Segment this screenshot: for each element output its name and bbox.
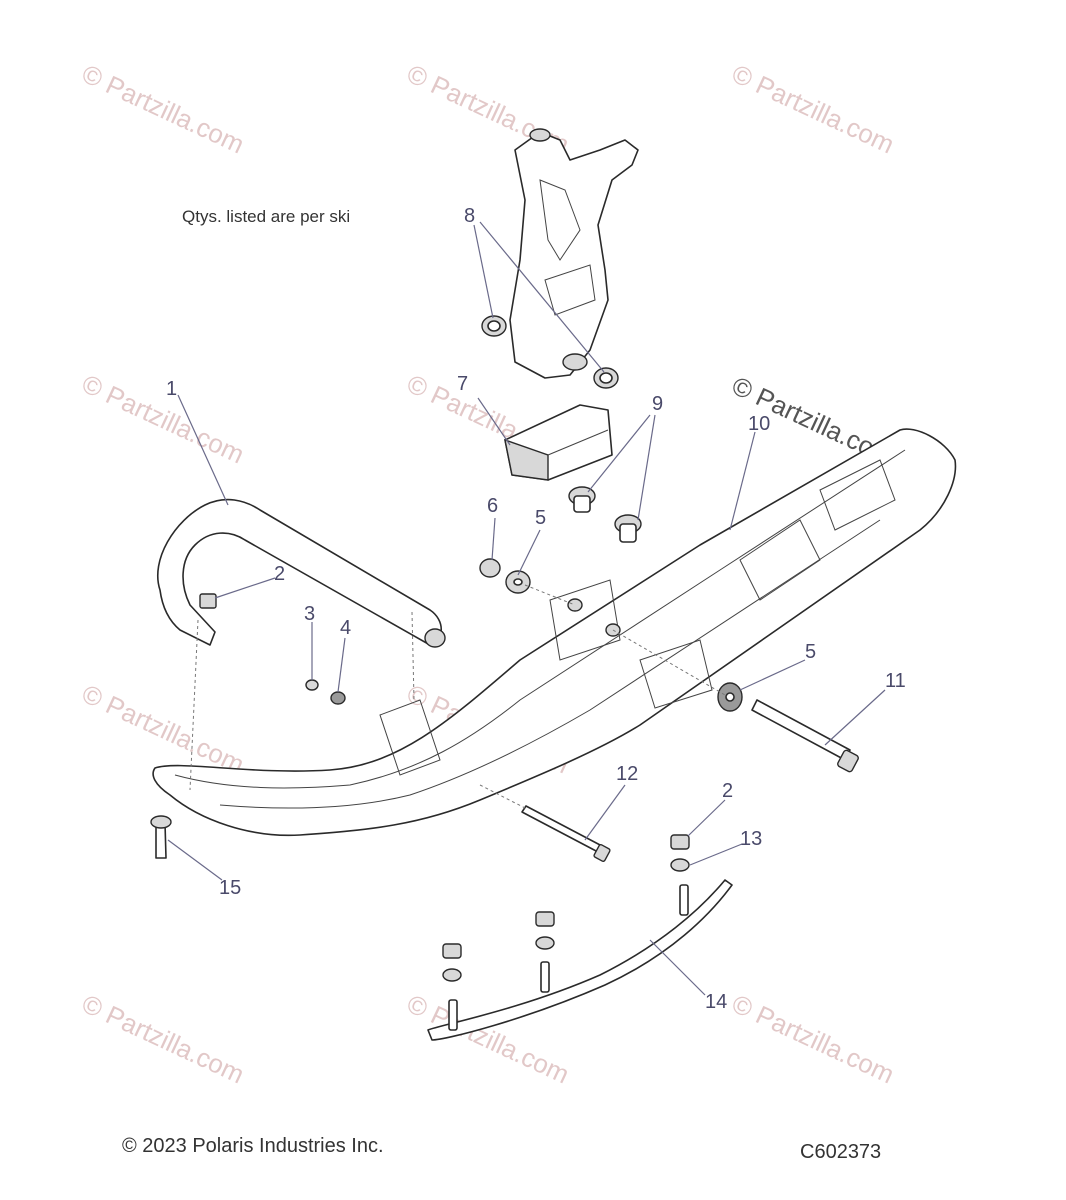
callout-8: 8	[464, 205, 475, 227]
callout-labels: 1 2 3 4 5 6 7 8 9 10 11 12 13 14 15 2 5	[166, 205, 906, 1013]
watermark: © Partzilla.com	[77, 368, 248, 469]
watermark: © Partzilla.com	[727, 58, 898, 159]
diagram-code: C602373	[800, 1141, 881, 1163]
pivot-bushing-part	[568, 486, 642, 543]
callout-10: 10	[748, 413, 770, 435]
alignment-lines	[189, 584, 726, 809]
small-hardware-part	[199, 593, 346, 705]
callout-9: 9	[652, 393, 663, 415]
callout-13: 13	[740, 828, 762, 850]
callout-14: 14	[705, 991, 727, 1013]
callout-2-lower: 2	[722, 780, 733, 802]
callout-7: 7	[457, 373, 468, 395]
spindle-part	[509, 128, 639, 379]
callout-15: 15	[219, 877, 241, 899]
watermark: © Partzilla.com	[77, 678, 248, 779]
bushing-part	[481, 315, 619, 389]
callout-1: 1	[166, 378, 177, 400]
copyright-text: © 2023 Polaris Industries Inc.	[122, 1135, 384, 1157]
spacer-washer-part	[479, 558, 743, 712]
callout-2: 2	[274, 563, 285, 585]
callout-4: 4	[340, 617, 351, 639]
callout-12: 12	[616, 763, 638, 785]
wear-bar-part	[427, 834, 733, 1041]
callout-11: 11	[885, 670, 906, 692]
stopper-block-part	[504, 404, 613, 481]
watermark: © Partzilla.com	[77, 988, 248, 1089]
callout-5-lower: 5	[805, 641, 816, 663]
callout-6: 6	[487, 495, 498, 517]
callout-5: 5	[535, 507, 546, 529]
leader-lines	[167, 221, 886, 996]
callout-3: 3	[304, 603, 315, 625]
watermark: © Partzilla.com	[77, 58, 248, 159]
qty-note: Qtys. listed are per ski	[182, 207, 350, 226]
watermark: © Partzilla.com	[727, 988, 898, 1089]
ski-part	[152, 428, 957, 837]
ski-handle-part	[157, 498, 446, 648]
